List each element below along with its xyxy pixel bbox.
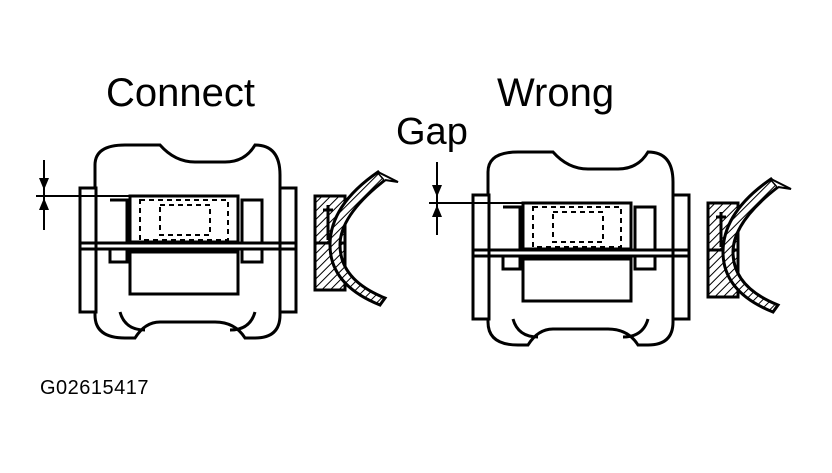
connect-label: Connect (106, 71, 255, 115)
figure-id: G02615417 (40, 377, 150, 399)
connector-correct (36, 143, 298, 340)
section-correct (313, 170, 400, 307)
section-wrong (706, 177, 793, 314)
connector-wrong (429, 150, 691, 347)
gap-label: Gap (396, 111, 468, 153)
wrong-label: Wrong (497, 71, 615, 115)
